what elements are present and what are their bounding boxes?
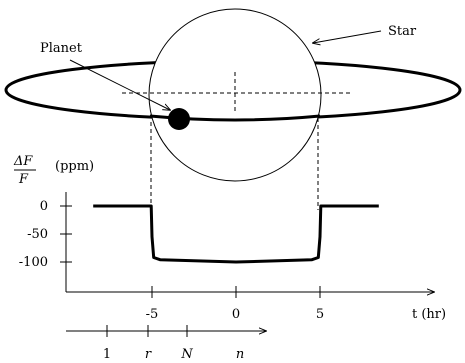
bottom-tick-label: N [180, 347, 193, 362]
light-curve [93, 204, 379, 264]
bottom-tick-label: n [236, 347, 244, 362]
y-ticks: 0 -50 -100 [19, 199, 72, 270]
x-ticks: -5 0 5 [146, 286, 324, 322]
planet-label: Planet [40, 41, 83, 56]
x-axis-label: t (hr) [412, 307, 446, 322]
flux-unit: (ppm) [55, 159, 94, 174]
x-tick-label: 5 [316, 307, 324, 322]
x-tick-label: -5 [146, 307, 159, 322]
flux-numerator: ΔF [13, 154, 33, 169]
flux-denominator: F [18, 172, 29, 187]
star-pointer-arrow [313, 30, 382, 43]
bottom-tick-label: r [145, 347, 152, 362]
bottom-tick-label: 1 [103, 347, 111, 362]
x-tick-label: 0 [232, 307, 240, 322]
y-tick-label: 0 [40, 199, 48, 214]
planet-pointer-arrow [69, 59, 170, 110]
star-label: Star [388, 24, 417, 39]
y-tick-label: -50 [27, 227, 48, 242]
planet-disk [168, 108, 190, 130]
y-tick-label: -100 [19, 255, 48, 270]
